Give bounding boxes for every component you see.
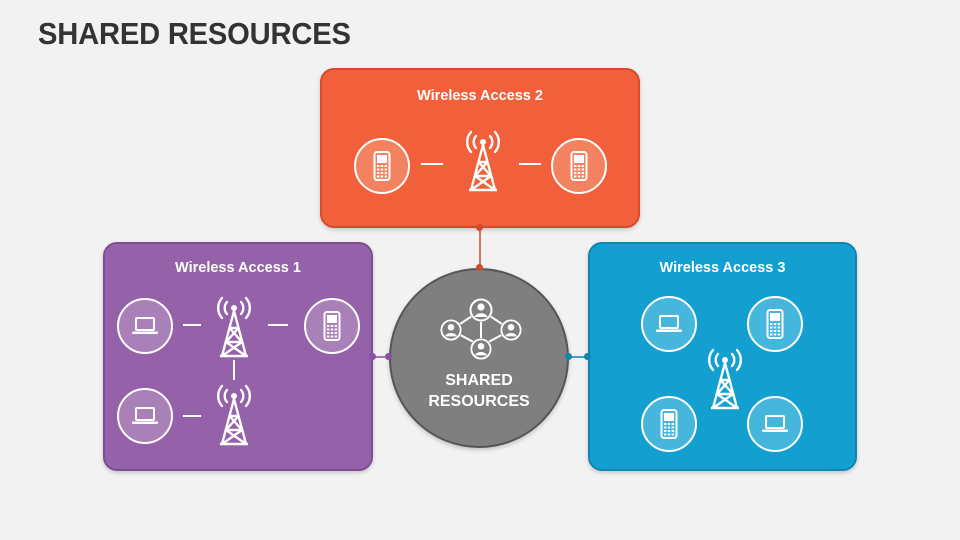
panel-wireless-access-2: Wireless Access 2 xyxy=(320,68,640,228)
mobile-phone-node xyxy=(354,138,410,194)
panel-wireless-access-1: Wireless Access 1 xyxy=(103,242,373,471)
laptop-node xyxy=(117,388,173,444)
mobile-phone-icon xyxy=(570,151,588,181)
link-line xyxy=(183,415,201,417)
mobile-phone-icon xyxy=(323,311,341,341)
mobile-phone-icon xyxy=(766,309,784,339)
panel-title: Wireless Access 3 xyxy=(659,260,786,276)
connector-dot xyxy=(476,264,483,271)
laptop-icon xyxy=(655,314,683,334)
mobile-phone-node xyxy=(551,138,607,194)
connector-dot xyxy=(565,353,572,360)
page-title: SHARED RESOURCES xyxy=(38,16,351,51)
radio-tower-icon xyxy=(209,296,259,358)
connector-dot xyxy=(385,353,392,360)
connector-dot xyxy=(584,353,591,360)
radio-tower-icon xyxy=(209,384,259,446)
laptop-icon xyxy=(131,406,159,426)
mobile-phone-node xyxy=(747,296,803,352)
people-network-icon xyxy=(440,298,522,360)
hub-label-line2: RESOURCES xyxy=(428,393,530,410)
laptop-node xyxy=(641,296,697,352)
panel-title: Wireless Access 1 xyxy=(175,260,301,276)
mobile-phone-icon xyxy=(660,409,678,439)
panel-title: Wireless Access 2 xyxy=(417,88,543,104)
mobile-phone-node xyxy=(641,396,697,452)
connector-dot xyxy=(476,224,483,231)
laptop-icon xyxy=(761,414,789,434)
link-line xyxy=(519,163,541,165)
mobile-phone-icon xyxy=(373,151,391,181)
shared-resources-hub: SHARED RESOURCES xyxy=(389,268,569,448)
link-line xyxy=(233,360,235,380)
radio-tower-icon xyxy=(458,130,508,192)
link-line xyxy=(183,324,201,326)
laptop-node xyxy=(747,396,803,452)
link-line xyxy=(268,324,288,326)
panel-wireless-access-3: Wireless Access 3 xyxy=(588,242,857,471)
link-line xyxy=(421,163,443,165)
hub-label: SHARED RESOURCES xyxy=(391,370,567,412)
connector-dot xyxy=(369,353,376,360)
radio-tower-icon xyxy=(700,348,750,410)
laptop-node xyxy=(117,298,173,354)
hub-label-line1: SHARED xyxy=(445,372,513,389)
laptop-icon xyxy=(131,316,159,336)
mobile-phone-node xyxy=(304,298,360,354)
